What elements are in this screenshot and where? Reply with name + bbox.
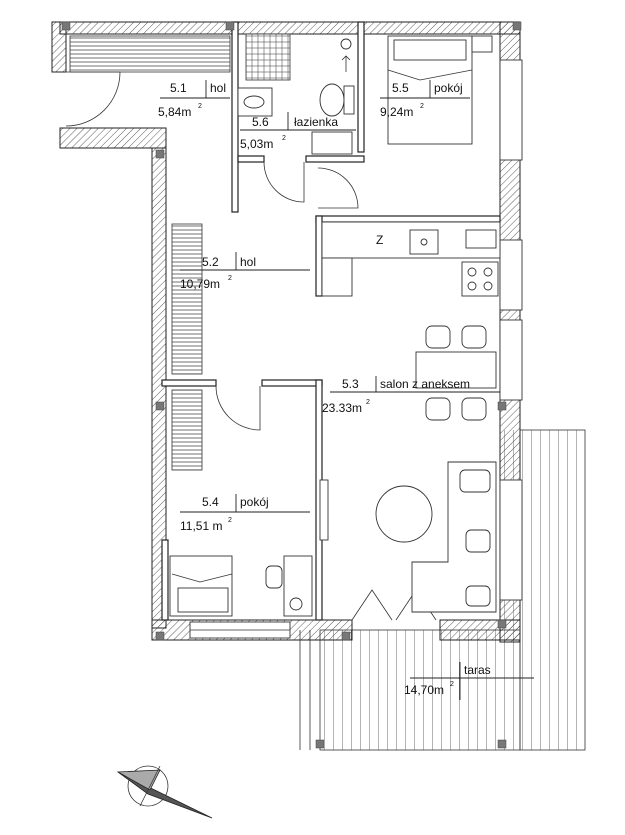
windows — [69, 35, 523, 639]
dining-set — [415, 325, 497, 421]
room-label-5-1: 5.1 hol 5,84m 2 — [158, 80, 230, 119]
svg-text:5.2: 5.2 — [202, 255, 219, 269]
svg-text:5.3: 5.3 — [342, 377, 359, 391]
svg-text:pokój: pokój — [240, 495, 269, 509]
svg-text:2: 2 — [282, 135, 286, 142]
columns — [61, 21, 522, 749]
room-label-taras: taras 14,70m 2 — [404, 662, 534, 700]
svg-text:hol: hol — [240, 255, 256, 269]
room-label-5-5: 5.5 pokój 9,24m 2 — [380, 80, 470, 119]
kitchen: Z — [321, 221, 501, 297]
svg-text:taras: taras — [464, 663, 491, 677]
svg-text:14,70m: 14,70m — [404, 683, 444, 697]
svg-text:2: 2 — [420, 103, 424, 110]
meter-icon — [340, 38, 352, 50]
svg-text:pokój: pokój — [434, 81, 463, 95]
bedroom-5-4-furniture — [169, 555, 313, 617]
svg-text:11,51 m: 11,51 m — [180, 519, 222, 533]
svg-text:2: 2 — [228, 275, 232, 282]
room-label-5-2: 5.2 hol 10,79m 2 — [180, 252, 310, 291]
compass-rose-icon — [116, 765, 213, 819]
kitchen-mark: Z — [376, 233, 383, 247]
walls — [51, 21, 521, 643]
svg-text:5,84m: 5,84m — [158, 105, 191, 119]
svg-text:2: 2 — [450, 681, 454, 688]
bathroom-fixtures — [237, 33, 355, 155]
svg-text:9,24m: 9,24m — [380, 105, 413, 119]
svg-text:5.5: 5.5 — [392, 81, 409, 95]
door-swing-icon — [65, 71, 437, 621]
room-label-5-4: 5.4 pokój 11,51 m 2 — [180, 494, 310, 533]
living-furniture — [319, 461, 497, 613]
svg-text:23.33m: 23.33m — [322, 401, 362, 415]
svg-text:łazienka: łazienka — [294, 115, 338, 129]
svg-text:hol: hol — [210, 81, 226, 95]
svg-text:5.4: 5.4 — [202, 495, 219, 509]
svg-text:5.1: 5.1 — [170, 81, 187, 95]
svg-text:10,79m: 10,79m — [180, 277, 220, 291]
svg-text:2: 2 — [198, 103, 202, 110]
svg-text:2: 2 — [366, 399, 370, 406]
svg-text:salon z aneksem: salon z aneksem — [380, 377, 470, 391]
svg-text:2: 2 — [228, 517, 232, 524]
room-label-5-6: 5.6 łazienka 5,03m 2 — [240, 112, 356, 151]
room-label-5-3: 5.3 salon z aneksem 23.33m 2 — [322, 376, 500, 415]
svg-text:5,03m: 5,03m — [240, 137, 273, 151]
svg-text:5.6: 5.6 — [252, 115, 269, 129]
